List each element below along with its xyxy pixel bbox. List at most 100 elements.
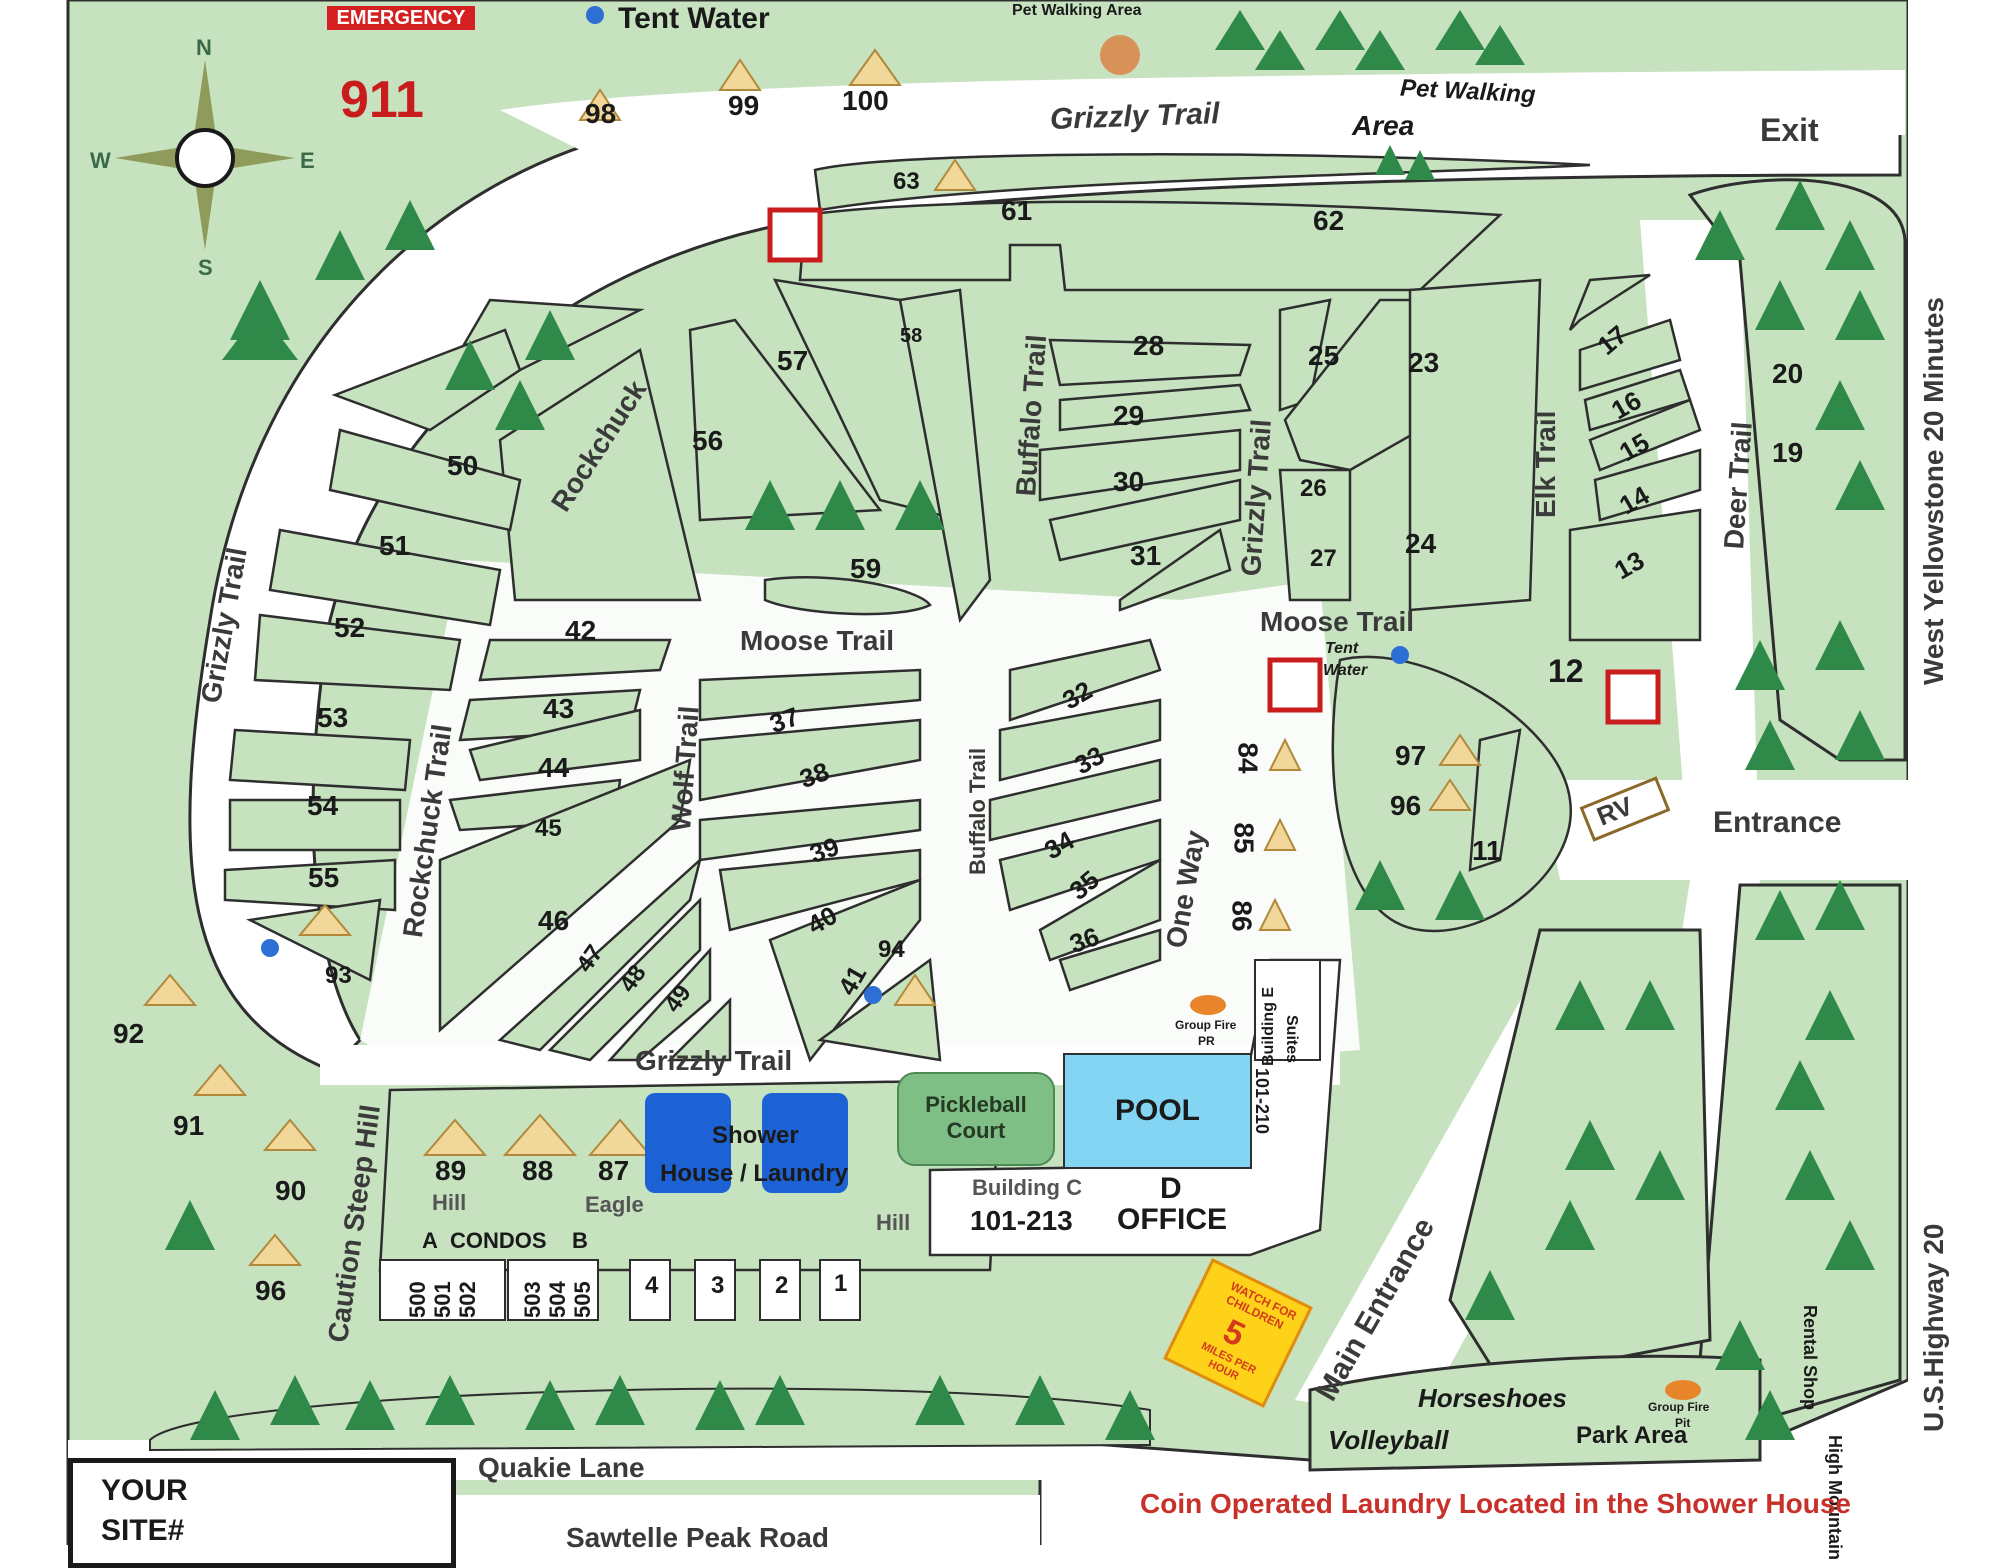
park-area-label: Park Area [1576, 1422, 1688, 1449]
pickleball-label: Pickleball [925, 1092, 1027, 1117]
site-27: 27 [1310, 545, 1337, 572]
site-51: 51 [379, 530, 411, 561]
volleyball-label: Volleyball [1328, 1425, 1449, 1455]
eagle-label: Eagle [585, 1192, 644, 1217]
site-50: 50 [447, 450, 479, 481]
condos-b-label: B [572, 1228, 588, 1253]
site-53: 53 [317, 702, 349, 733]
building-d-label: D [1160, 1172, 1182, 1205]
site-23: 23 [1408, 347, 1440, 378]
site-29: 29 [1113, 400, 1145, 431]
moose-trail-right-label: Moose Trail [1260, 606, 1415, 637]
site-45: 45 [535, 815, 562, 842]
condo-1: 1 [834, 1270, 848, 1297]
pr-label: PR [1198, 1034, 1215, 1048]
site-94: 94 [878, 936, 905, 963]
hill-right-label: Hill [876, 1210, 911, 1235]
group-fire-pit-label-2: Pit [1675, 1416, 1691, 1430]
condo-502: 502 [455, 1281, 480, 1318]
water-spigot-icon-4 [864, 986, 882, 1004]
horseshoes-label: Horseshoes [1418, 1383, 1567, 1413]
condo-4: 4 [645, 1272, 659, 1299]
site-11: 11 [1472, 835, 1502, 866]
shower-label: Shower [712, 1122, 799, 1149]
pool: POOL [1063, 1053, 1252, 1169]
site-96b: 96 [255, 1275, 287, 1306]
emergency-number: 911 [340, 71, 424, 129]
water-spigot-icon-2 [1391, 646, 1409, 664]
emergency-banner: EMERGENCY [327, 6, 475, 30]
site-42: 42 [565, 615, 597, 646]
site-59: 59 [850, 553, 882, 584]
building-e [1254, 959, 1321, 1061]
site-63: 63 [893, 168, 920, 195]
site-19: 19 [1772, 437, 1804, 468]
laundry-icon [645, 1093, 731, 1193]
site-61: 61 [1001, 195, 1033, 226]
moose-trail-left-label: Moose Trail [740, 625, 895, 656]
site-93: 93 [325, 962, 352, 989]
pool-label: POOL [1114, 1094, 1200, 1127]
grizzly-trail-bottom-label: Grizzly Trail [635, 1045, 793, 1076]
site-24: 24 [1405, 528, 1437, 559]
water-spigot-icon-3 [261, 939, 279, 957]
site-57: 57 [777, 345, 809, 376]
condos-a-label: A [422, 1228, 438, 1253]
group-fire-label: Group Fire [1175, 1018, 1237, 1032]
tent-water-mid-label: Tent [1325, 640, 1359, 657]
compass-s: S [198, 255, 213, 280]
site-100: 100 [842, 85, 889, 116]
condo-505: 505 [570, 1281, 595, 1318]
site-58: 58 [900, 325, 923, 347]
tree-icons [165, 10, 1885, 1440]
site-96: 96 [1390, 790, 1422, 821]
site-90: 90 [275, 1175, 307, 1206]
shelter-icons [767, 207, 1661, 725]
building-e-label: Building E [1260, 986, 1277, 1066]
group-fire-icon [1190, 995, 1226, 1015]
pet-walking-area-top-label: Pet Walking Area [1012, 2, 1142, 19]
site-56: 56 [692, 425, 724, 456]
coin-laundry-note: Coin Operated Laundry Located in the Sho… [1140, 1488, 1851, 1519]
site-43: 43 [543, 693, 575, 724]
condo-500: 500 [405, 1281, 430, 1318]
site-85: 85 [1228, 822, 1260, 854]
site-44: 44 [538, 752, 570, 783]
right-grass-strip [1908, 0, 2000, 1545]
tent-water-mid-label-2: Water [1323, 662, 1368, 679]
quakie-lane-label: Quakie Lane [478, 1452, 645, 1483]
tent-water-label: Tent Water [618, 2, 770, 35]
site-99: 99 [728, 90, 760, 121]
site-55: 55 [308, 862, 340, 893]
water-spigot-icon [586, 6, 604, 24]
site-31: 31 [1130, 540, 1162, 571]
west-yellowstone-label: West Yellowstone 20 Minutes [1918, 297, 1949, 685]
grizzly-trail-top-label: Grizzly Trail [1049, 97, 1221, 136]
condo-501: 501 [430, 1281, 455, 1318]
pet-walking-area-label: Area [1352, 110, 1415, 141]
site-28: 28 [1133, 330, 1165, 361]
sawtelle-road [440, 1495, 1040, 1545]
site-25: 25 [1308, 340, 1340, 371]
shower-icon [762, 1093, 848, 1193]
sawtelle-peak-road-label: Sawtelle Peak Road [566, 1522, 830, 1553]
site-92: 92 [113, 1018, 145, 1049]
site-62: 62 [1313, 205, 1345, 236]
elk-trail-label: Elk Trail [1530, 410, 1561, 518]
site-30: 30 [1113, 466, 1145, 497]
site-54: 54 [307, 790, 339, 821]
us-highway-label: U.S.Highway 20 [1918, 1223, 1949, 1432]
condo-buildings [379, 1259, 861, 1321]
condo-503: 503 [520, 1281, 545, 1318]
condo-504: 504 [545, 1281, 570, 1318]
site-89: 89 [435, 1155, 467, 1186]
site-26: 26 [1300, 475, 1327, 502]
dog-icon [1100, 35, 1140, 75]
site-97: 97 [1395, 740, 1427, 771]
site-46: 46 [538, 905, 570, 936]
site-87: 87 [598, 1155, 630, 1186]
top-road [500, 70, 1905, 170]
